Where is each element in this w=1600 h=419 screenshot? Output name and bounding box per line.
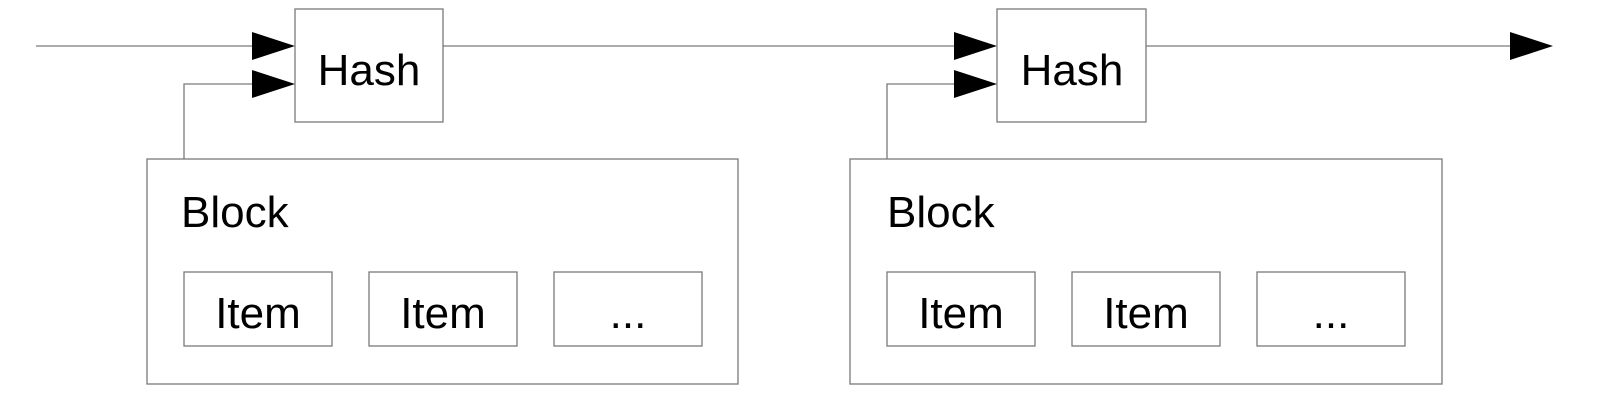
chain-arrowhead-1-to-2 <box>954 32 997 60</box>
hash-box-2 <box>996 8 1147 123</box>
hash-box-1 <box>294 8 444 123</box>
block-to-hash-arrowhead-2 <box>954 70 997 98</box>
block-to-hash-arrowhead-1 <box>252 70 295 98</box>
hash-label-2: Hash <box>1021 46 1124 95</box>
block-label-1: Block <box>181 188 290 237</box>
item-box <box>1071 271 1221 347</box>
block-group-1: Hash Block Item Item ... <box>146 8 739 385</box>
item-box <box>183 271 333 347</box>
item-label: Item <box>215 289 301 338</box>
block-label-2: Block <box>887 188 996 237</box>
hash-label-1: Hash <box>318 46 421 95</box>
item-label: Item <box>400 289 486 338</box>
item-box <box>886 271 1036 347</box>
item-box <box>368 271 518 347</box>
item-label: Item <box>1103 289 1189 338</box>
item-label-ellipsis: ... <box>610 289 647 338</box>
block-group-2: Hash Block Item Item ... <box>849 8 1443 385</box>
item-label-ellipsis: ... <box>1313 289 1350 338</box>
item-box-ellipsis <box>1256 271 1406 347</box>
block-to-hash-connector-1 <box>183 83 252 159</box>
item-label: Item <box>918 289 1004 338</box>
outgoing-chain-arrowhead <box>1510 32 1553 60</box>
item-box-ellipsis <box>553 271 703 347</box>
block-to-hash-connector-2 <box>886 83 954 159</box>
incoming-chain-arrowhead <box>252 32 295 60</box>
